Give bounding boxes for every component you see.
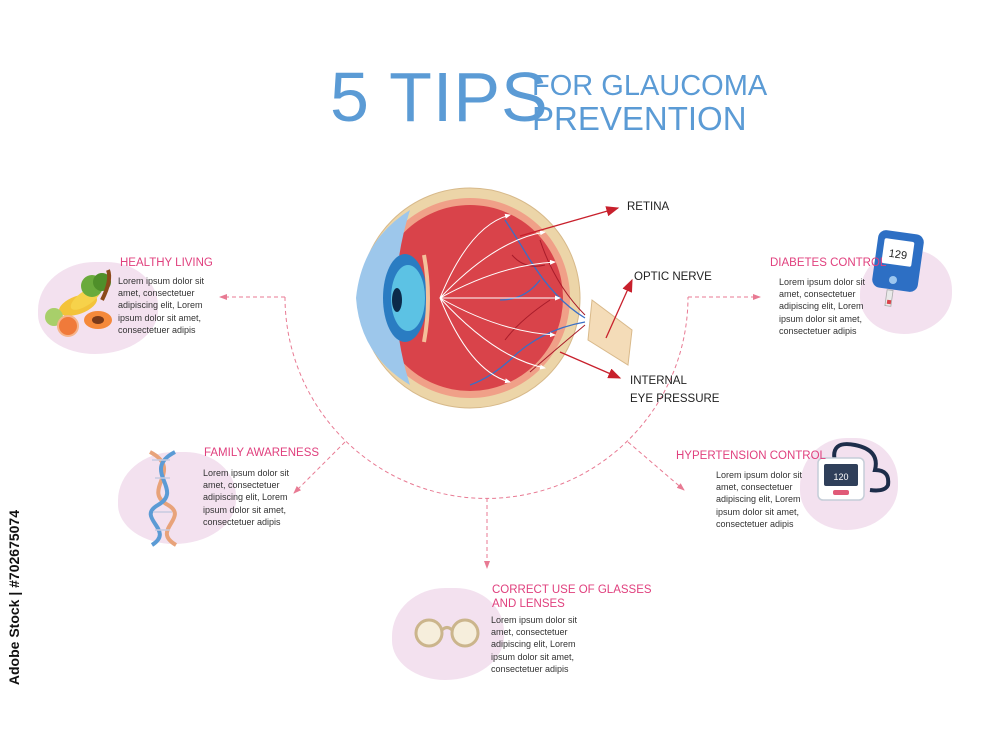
glucometer-icon: 129 — [872, 230, 924, 307]
pointer-hypertension — [627, 441, 685, 491]
lens — [422, 254, 430, 343]
hypertension-title: HYPERTENSION CONTROL — [676, 450, 826, 462]
glasses-title-line-2: AND LENSES — [492, 598, 565, 610]
family-awareness-blob — [118, 452, 236, 544]
annotation-arrows — [519, 206, 633, 379]
pointer-family — [293, 441, 346, 494]
optic-nerve-shape — [587, 299, 633, 366]
iris — [391, 265, 425, 331]
dashed-connectors — [219, 294, 761, 569]
title-line-2: PREVENTION — [532, 100, 747, 137]
pressure-arrow — [559, 351, 622, 379]
glasses-title-line-1: CORRECT USE OF GLASSES — [492, 584, 652, 596]
eye-illustration — [356, 187, 633, 409]
blood-pressure-monitor-icon: 120 — [817, 442, 891, 501]
dna-icon — [148, 450, 178, 547]
diabetes-title: DIABETES CONTROL — [770, 257, 887, 269]
retina-arrow — [519, 206, 620, 237]
optic-nerve-label: OPTIC NERVE — [634, 271, 712, 283]
cornea — [356, 210, 410, 385]
retina-label: RETINA — [627, 201, 670, 213]
glasses-icon — [414, 618, 480, 648]
healthy-living-title: HEALTHY LIVING — [120, 257, 213, 269]
title-number: 5 TIPS — [330, 58, 549, 136]
family-awareness-title: FAMILY AWARENESS — [204, 447, 320, 459]
glucose-reading: 129 — [888, 248, 908, 262]
pupil — [392, 288, 402, 312]
title-line-1: FOR GLAUCOMA — [532, 70, 768, 102]
glasses-blob — [392, 588, 504, 680]
optic-nerve-arrow — [605, 278, 633, 339]
stock-watermark: Adobe Stock | #702675074 — [6, 510, 22, 686]
pressure-label-line-1: INTERNAL — [630, 375, 687, 387]
fruit-vegetables-icon — [45, 269, 112, 337]
pressure-label-line-2: EYE PRESSURE — [630, 393, 720, 405]
bp-reading: 120 — [833, 472, 848, 482]
